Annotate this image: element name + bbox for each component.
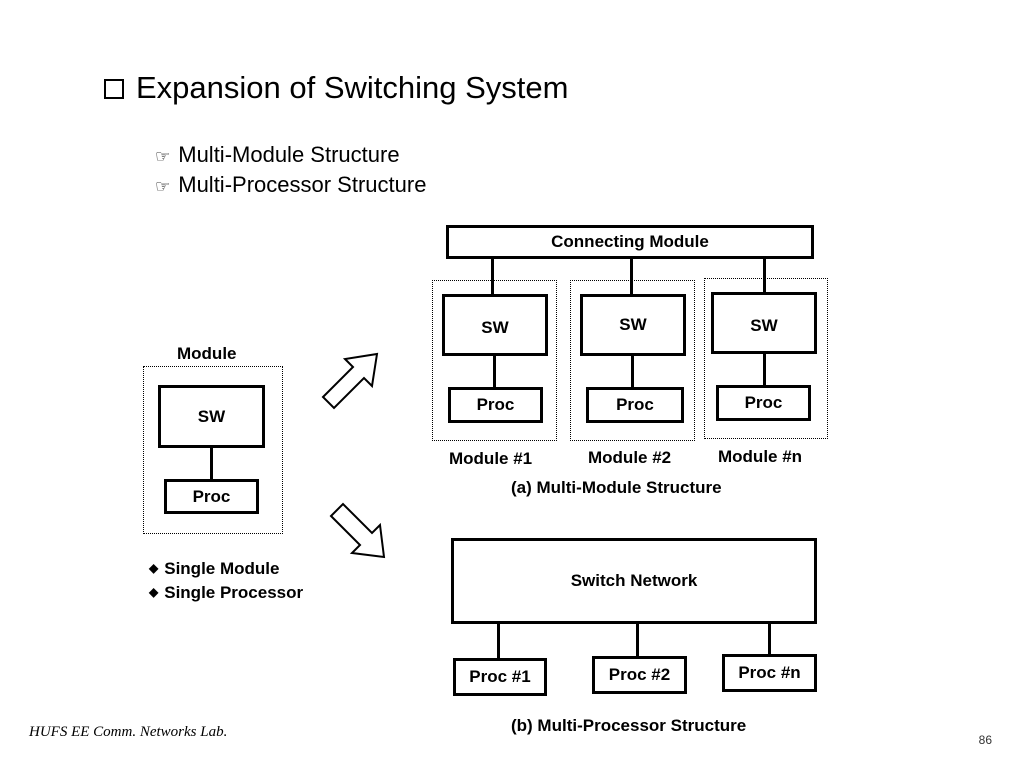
connector-line bbox=[497, 624, 500, 658]
proc-2-box: Proc #2 bbox=[592, 656, 687, 694]
caption-multi-module: (a) Multi-Module Structure bbox=[511, 478, 722, 497]
connector-line bbox=[630, 259, 633, 294]
connector-line bbox=[636, 624, 639, 658]
module-1-label: Module #1 bbox=[449, 449, 533, 468]
bullet-multi-module: ☞ Multi-Module Structure bbox=[155, 142, 400, 168]
bullet-multi-processor: ☞ Multi-Processor Structure bbox=[155, 172, 426, 198]
note-text: Single Processor bbox=[164, 583, 304, 602]
module-n-label: Module #n bbox=[718, 447, 803, 466]
module-2-label: Module #2 bbox=[588, 448, 672, 467]
bullet-text: Multi-Module Structure bbox=[178, 142, 400, 167]
single-module-frame bbox=[143, 366, 283, 534]
single-sw-box: SW bbox=[158, 385, 265, 448]
bullet-text: Multi-Processor Structure bbox=[178, 172, 427, 197]
connector-line bbox=[493, 356, 496, 387]
module-1-sw-box: SW bbox=[442, 294, 548, 356]
slide-title: Expansion of Switching System bbox=[104, 70, 569, 106]
connecting-module-box: Connecting Module bbox=[446, 225, 814, 259]
module-1-proc-box: Proc bbox=[448, 387, 543, 423]
module-2-sw-box: SW bbox=[580, 294, 686, 356]
page-number: 86 bbox=[978, 733, 992, 747]
module-n-frame bbox=[704, 278, 828, 439]
footer-lab-name: HUFS EE Comm. Networks Lab. bbox=[29, 724, 228, 740]
square-bullet-icon bbox=[104, 79, 124, 99]
connector-line bbox=[763, 259, 766, 292]
single-proc-box: Proc bbox=[164, 479, 259, 514]
module-2-proc-box: Proc bbox=[586, 387, 684, 423]
note-text: Single Module bbox=[164, 559, 280, 578]
arrow-down-right-icon bbox=[329, 502, 386, 559]
single-module-label: Module bbox=[177, 344, 237, 363]
pointing-hand-icon: ☞ bbox=[155, 147, 171, 167]
connector-line bbox=[631, 356, 634, 387]
note-single-module: ◆ Single Module bbox=[149, 559, 279, 579]
module-n-proc-box: Proc bbox=[716, 385, 811, 421]
module-2-frame bbox=[570, 280, 695, 441]
diamond-bullet-icon: ◆ bbox=[149, 585, 159, 599]
connector-line bbox=[491, 259, 494, 294]
caption-multi-processor: (b) Multi-Processor Structure bbox=[511, 716, 747, 735]
proc-1-box: Proc #1 bbox=[453, 658, 547, 696]
connector-line bbox=[763, 354, 766, 385]
arrow-up-right-icon bbox=[321, 352, 379, 410]
note-single-processor: ◆ Single Processor bbox=[149, 583, 303, 603]
pointing-hand-icon: ☞ bbox=[155, 177, 171, 197]
connector-line bbox=[210, 448, 213, 479]
diamond-bullet-icon: ◆ bbox=[149, 561, 159, 575]
module-1-frame bbox=[432, 280, 557, 441]
module-n-sw-box: SW bbox=[711, 292, 817, 354]
switch-network-box: Switch Network bbox=[451, 538, 817, 624]
slide-title-text: Expansion of Switching System bbox=[136, 70, 569, 105]
connector-line bbox=[768, 624, 771, 656]
proc-n-box: Proc #n bbox=[722, 654, 817, 692]
